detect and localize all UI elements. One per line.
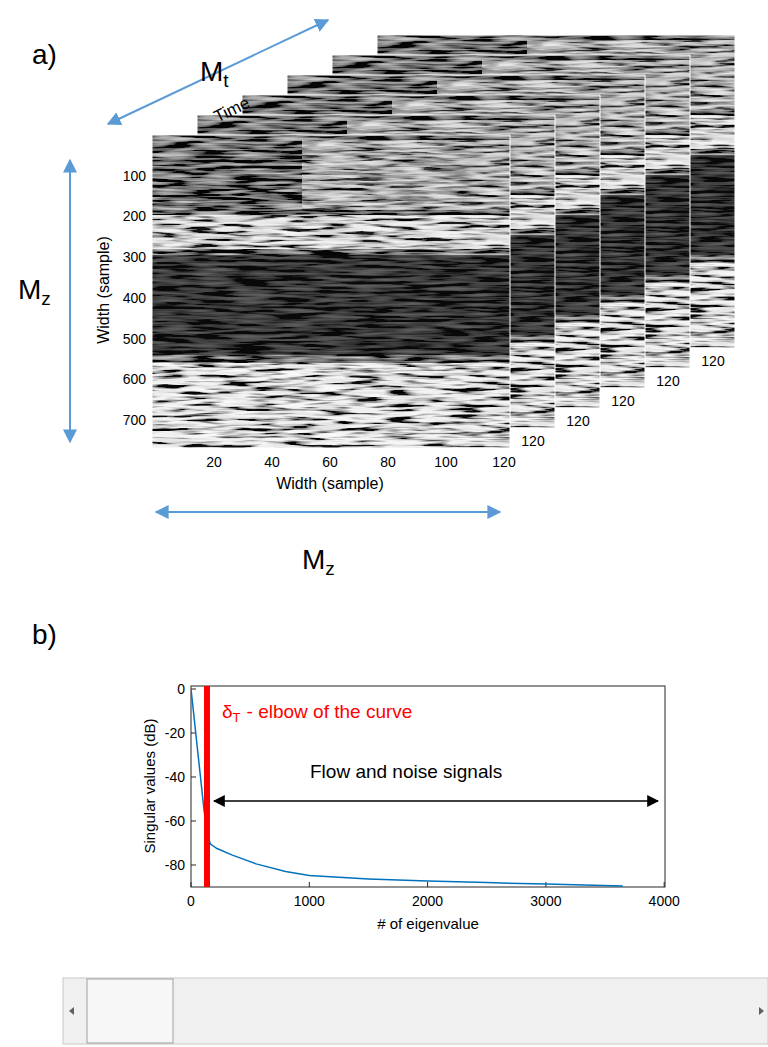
subscript: z — [325, 558, 335, 580]
panel-label: b) — [32, 619, 57, 651]
tick-label: 120 — [656, 373, 679, 389]
tick-label: 60 — [322, 454, 338, 470]
ultrasound-frame — [152, 135, 510, 448]
tick-label: -20 — [165, 725, 185, 741]
annotation: Flow and noise signals — [310, 761, 502, 783]
range-arrow — [214, 800, 658, 802]
panel-label: a) — [32, 39, 57, 71]
tick-label: 700 — [123, 412, 146, 428]
subscript: T — [233, 711, 241, 726]
tick-label: 120 — [566, 413, 589, 429]
tick-label: 0 — [187, 893, 195, 909]
tick-label: 2000 — [412, 893, 443, 909]
tick-label: 200 — [123, 208, 146, 224]
tick-label: 20 — [206, 454, 222, 470]
plot-area — [191, 686, 665, 887]
tick-label: 120 — [521, 433, 544, 449]
matrix-dimension: M — [200, 56, 223, 88]
ultrasound-frame-stack — [152, 35, 735, 448]
depth-arrow — [69, 160, 71, 442]
tick-label: 3000 — [530, 893, 561, 909]
tick-label: 120 — [492, 454, 515, 470]
axis-ticks — [191, 689, 664, 887]
tick-label: 4000 — [649, 893, 680, 909]
tick-label: -40 — [165, 769, 185, 785]
scrollbar-thumb — [87, 979, 173, 1043]
axis-title: Singular values (dB) — [141, 718, 158, 853]
subscript: t — [223, 70, 228, 92]
tick-label: 600 — [123, 371, 146, 387]
axis-title: # of eigenvalue — [377, 915, 479, 932]
tick-label: 500 — [123, 331, 146, 347]
tick-label: 1000 — [294, 893, 325, 909]
scroll-left-arrow — [69, 1007, 74, 1015]
tick-label: 80 — [380, 454, 396, 470]
tick-label: 100 — [434, 454, 457, 470]
matrix-dimension: M — [302, 544, 325, 576]
threshold-line — [204, 686, 210, 887]
axis-title: Width (sample) — [95, 236, 113, 344]
tick-label: 120 — [701, 353, 724, 369]
axis-name: Time — [211, 93, 253, 127]
scrollbar-track — [63, 978, 768, 1044]
threshold-label: - elbow of the curve — [247, 701, 413, 723]
tick-label: 120 — [611, 393, 634, 409]
tick-label: -60 — [165, 813, 185, 829]
tick-label: 40 — [264, 454, 280, 470]
width-arrow — [156, 511, 500, 513]
threshold-label: δ — [222, 701, 233, 723]
subscript: z — [41, 288, 51, 310]
tick-label: 300 — [123, 249, 146, 265]
singular-value-curve — [191, 689, 623, 886]
tick-label: 100 — [123, 168, 146, 184]
scroll-right-arrow — [759, 1007, 764, 1015]
tick-label: -80 — [165, 857, 185, 873]
tick-label: 0 — [177, 681, 185, 697]
matrix-dimension: M — [18, 274, 41, 306]
axis-title: Width (sample) — [276, 475, 384, 493]
tick-label: 400 — [123, 290, 146, 306]
